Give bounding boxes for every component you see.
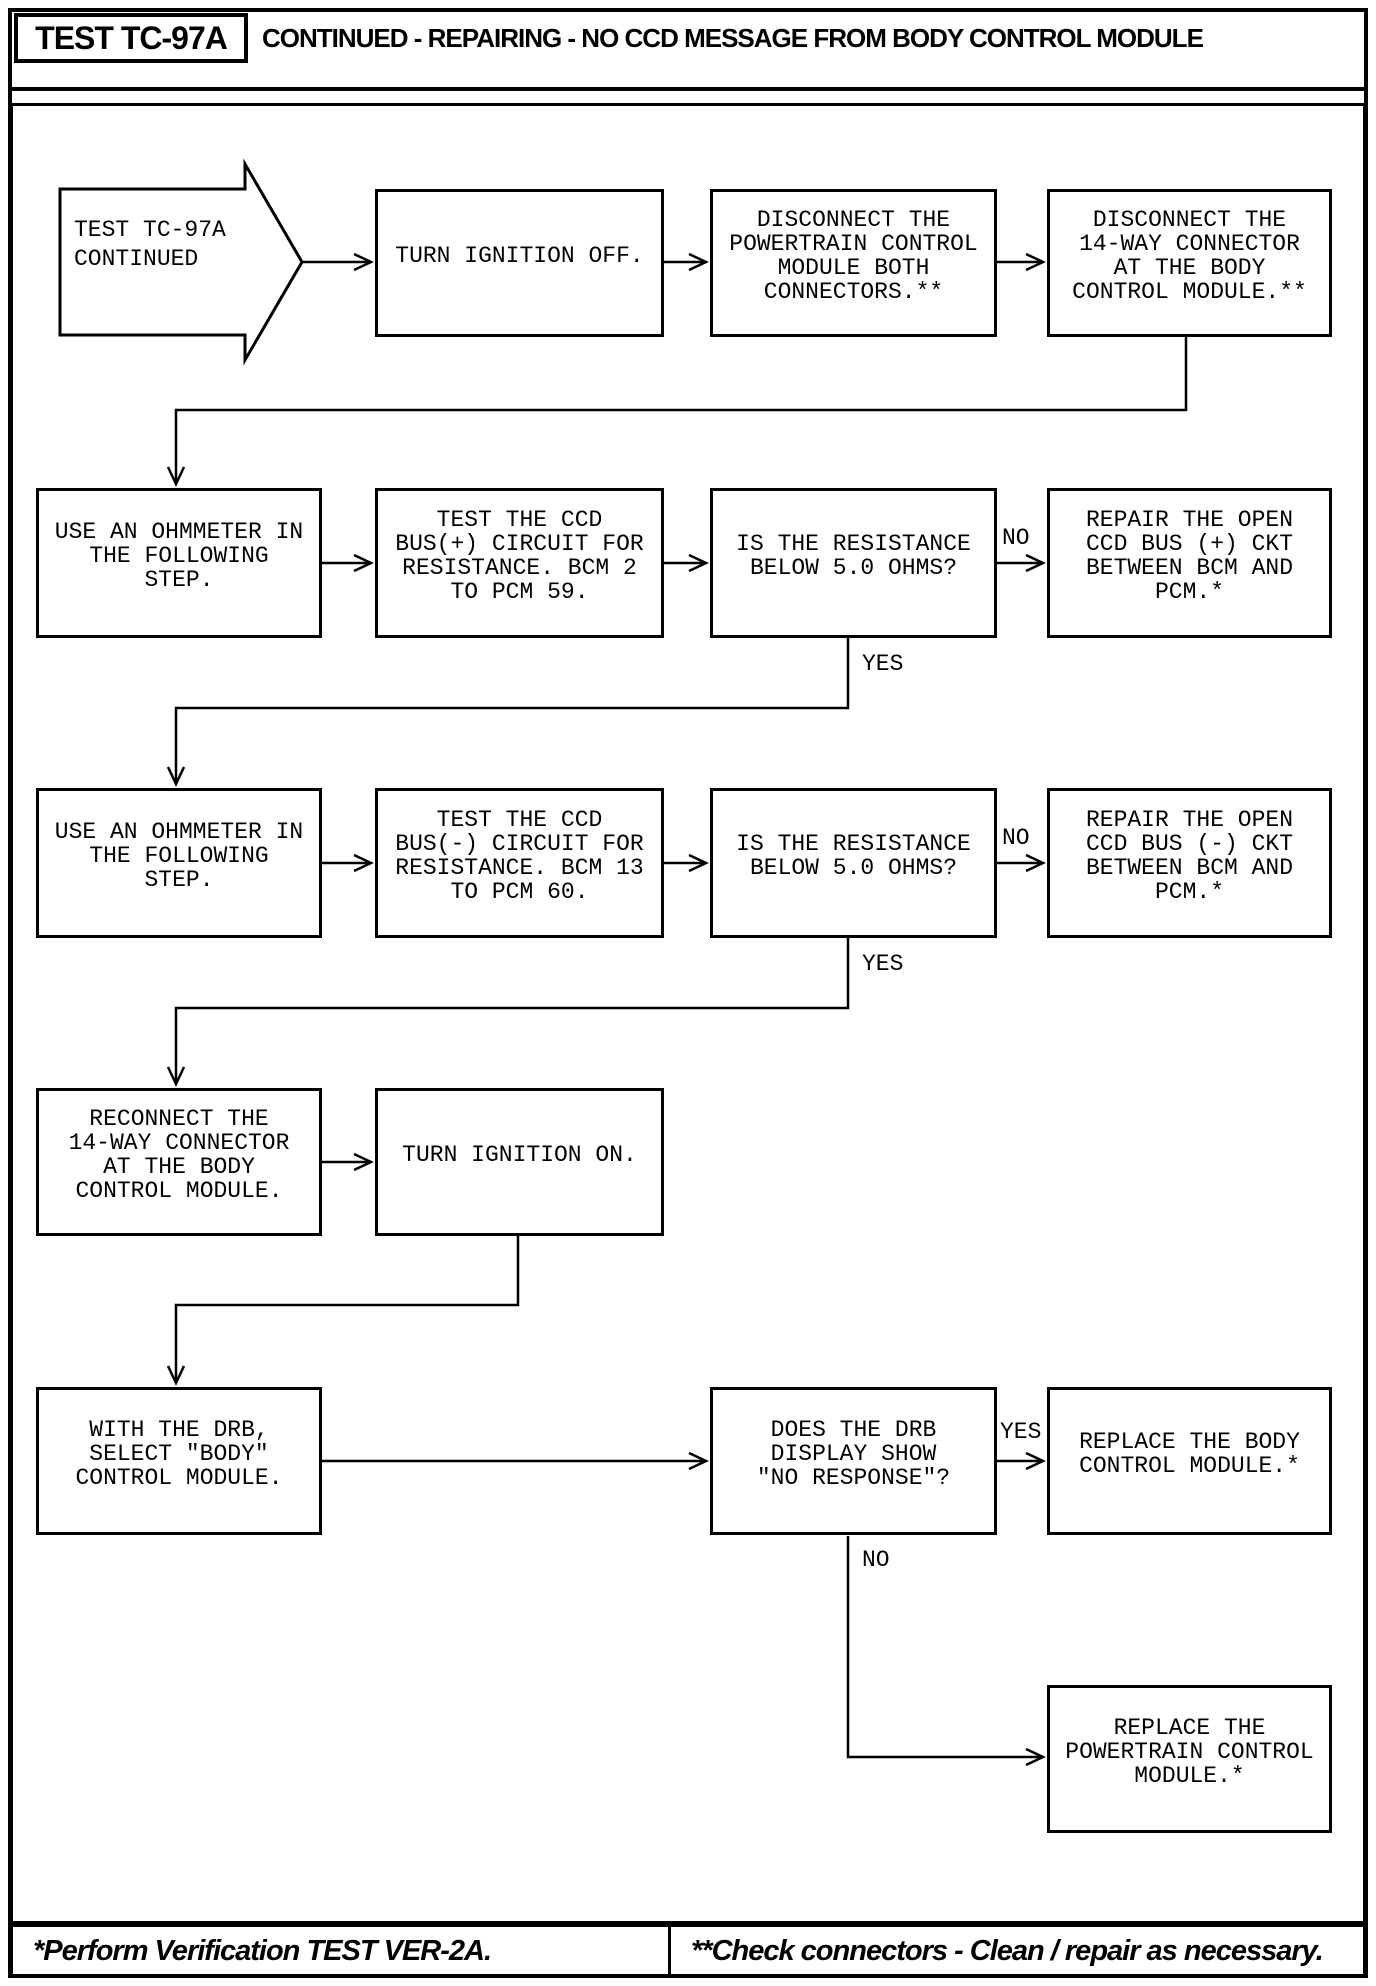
box-use-ohmmeter-1: USE AN OHMMETER IN THE FOLLOWING STEP. bbox=[36, 488, 322, 638]
elbow-no3-to-replace-pcm bbox=[846, 1536, 1046, 1767]
label-yes-bus-minus: YES bbox=[862, 951, 904, 977]
label-yes-bus-plus: YES bbox=[862, 651, 904, 677]
box-test-ccd-bus-plus: TEST THE CCD BUS(+) CIRCUIT FOR RESISTAN… bbox=[375, 488, 664, 638]
elbow-ignition-on-to-drb bbox=[166, 1236, 520, 1386]
test-id-box: TEST TC-97A bbox=[14, 13, 248, 63]
box-replace-pcm: REPLACE THE POWERTRAIN CONTROL MODULE.* bbox=[1047, 1685, 1332, 1833]
box-repair-ccd-bus-plus: REPAIR THE OPEN CCD BUS (+) CKT BETWEEN … bbox=[1047, 488, 1332, 638]
flowchart-border bbox=[10, 103, 1366, 1924]
box-drb-no-response: DOES THE DRB DISPLAY SHOW "NO RESPONSE"? bbox=[710, 1387, 997, 1535]
footer-note-connectors: **Check connectors - Clean / repair as n… bbox=[691, 1934, 1324, 1967]
test-id-label: TEST TC-97A bbox=[35, 19, 228, 56]
elbow-14way-to-ohmmeter-1 bbox=[166, 337, 1188, 487]
box-replace-bcm: REPLACE THE BODY CONTROL MODULE.* bbox=[1047, 1387, 1332, 1535]
footer: *Perform Verification TEST VER-2A. **Che… bbox=[10, 1924, 1366, 1978]
box-resistance-check-minus: IS THE RESISTANCE BELOW 5.0 OHMS? bbox=[710, 788, 997, 938]
box-turn-ignition-off: TURN IGNITION OFF. bbox=[375, 189, 664, 337]
box-resistance-check-plus: IS THE RESISTANCE BELOW 5.0 OHMS? bbox=[710, 488, 997, 638]
label-no-bus-plus: NO bbox=[1002, 525, 1030, 551]
elbow-yes1-to-ohmmeter-2 bbox=[166, 638, 850, 787]
label-no-bus-minus: NO bbox=[1002, 825, 1030, 851]
elbow-yes2-to-reconnect bbox=[166, 938, 850, 1087]
footer-note-verification: *Perform Verification TEST VER-2A. bbox=[13, 1927, 671, 1975]
box-repair-ccd-bus-minus: REPAIR THE OPEN CCD BUS (-) CKT BETWEEN … bbox=[1047, 788, 1332, 938]
box-turn-ignition-on: TURN IGNITION ON. bbox=[375, 1088, 664, 1236]
box-disconnect-14way-connector: DISCONNECT THE 14-WAY CONNECTOR AT THE B… bbox=[1047, 189, 1332, 337]
label-no-drb: NO bbox=[862, 1547, 890, 1573]
box-reconnect-14way-connector: RECONNECT THE 14-WAY CONNECTOR AT THE BO… bbox=[36, 1088, 322, 1236]
box-test-ccd-bus-minus: TEST THE CCD BUS(-) CIRCUIT FOR RESISTAN… bbox=[375, 788, 664, 938]
box-drb-select-body: WITH THE DRB, SELECT "BODY" CONTROL MODU… bbox=[36, 1387, 322, 1535]
page-title: CONTINUED - REPAIRING - NO CCD MESSAGE F… bbox=[262, 22, 1204, 53]
start-banner bbox=[58, 158, 304, 366]
box-use-ohmmeter-2: USE AN OHMMETER IN THE FOLLOWING STEP. bbox=[36, 788, 322, 938]
start-banner-label: TEST TC-97A CONTINUED bbox=[74, 217, 226, 272]
box-disconnect-pcm: DISCONNECT THE POWERTRAIN CONTROL MODULE… bbox=[710, 189, 997, 337]
label-yes-drb: YES bbox=[1000, 1419, 1042, 1445]
header-divider bbox=[8, 87, 1368, 91]
